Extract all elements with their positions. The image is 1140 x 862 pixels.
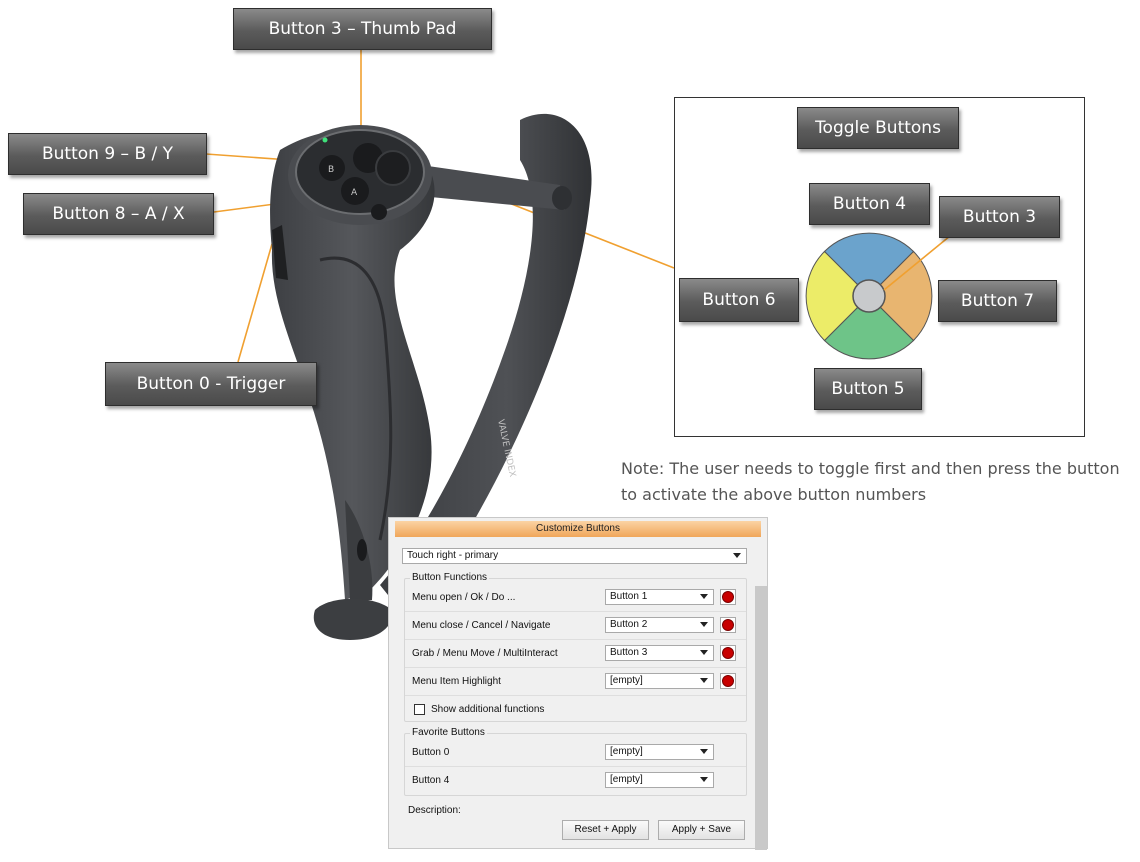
function-select[interactable]: [empty] — [605, 673, 714, 689]
toggle-button-6: Button 6 — [679, 278, 799, 322]
favorite-select-value: [empty] — [610, 774, 643, 785]
device-select[interactable]: Touch right - primary — [402, 548, 747, 564]
assign-button[interactable] — [720, 589, 736, 605]
chevron-down-icon — [700, 749, 708, 754]
customize-buttons-dialog: Customize Buttons Touch right - primary … — [388, 517, 768, 850]
toggle-segment-down — [823, 295, 915, 360]
record-dot-icon — [722, 619, 734, 631]
callout-button-9: Button 9 – B / Y — [8, 133, 207, 175]
apply-save-button[interactable]: Apply + Save — [658, 820, 745, 840]
toggle-button-3: Button 3 — [939, 196, 1060, 238]
toggle-segment-right — [868, 250, 933, 342]
toggle-segment-up — [823, 232, 915, 297]
assign-button[interactable] — [720, 645, 736, 661]
reset-apply-button[interactable]: Reset + Apply — [562, 820, 649, 840]
function-row: Menu Item Highlight [empty] — [405, 667, 746, 696]
callout-button-0: Button 0 - Trigger — [105, 362, 317, 406]
chevron-down-icon — [700, 650, 708, 655]
favorite-buttons-label: Favorite Buttons — [410, 727, 487, 738]
function-label: Menu open / Ok / Do ... — [412, 592, 516, 603]
function-row: Menu open / Ok / Do ... Button 1 — [405, 583, 746, 612]
chevron-down-icon — [700, 678, 708, 683]
toggle-segment-left — [805, 250, 870, 342]
favorite-select[interactable]: [empty] — [605, 744, 714, 760]
callout-button-8: Button 8 – A / X — [23, 193, 214, 235]
note-text: Note: The user needs to toggle first and… — [621, 459, 1120, 504]
callout-thumb-pad: Button 3 – Thumb Pad — [233, 8, 492, 50]
toggle-center — [852, 279, 886, 313]
assign-button[interactable] — [720, 617, 736, 633]
device-select-value: Touch right - primary — [407, 550, 499, 561]
dialog-title: Customize Buttons — [395, 521, 761, 537]
chevron-down-icon — [700, 777, 708, 782]
favorite-label: Button 0 — [412, 747, 450, 758]
function-select-value: Button 3 — [610, 647, 648, 658]
button-functions-group: Button Functions Menu open / Ok / Do ...… — [404, 572, 747, 722]
function-label: Menu Item Highlight — [412, 676, 501, 687]
record-dot-icon — [722, 647, 734, 659]
chevron-down-icon — [700, 622, 708, 627]
show-additional-label: Show additional functions — [431, 704, 545, 715]
function-select[interactable]: Button 2 — [605, 617, 714, 633]
button-functions-label: Button Functions — [410, 572, 490, 583]
function-row: Menu close / Cancel / Navigate Button 2 — [405, 611, 746, 640]
function-select[interactable]: Button 3 — [605, 645, 714, 661]
function-select-value: [empty] — [610, 675, 643, 686]
b-button-label: B — [328, 165, 334, 175]
record-dot-icon — [722, 591, 734, 603]
favorite-label: Button 4 — [412, 775, 450, 786]
function-select-value: Button 2 — [610, 619, 648, 630]
function-select-value: Button 1 — [610, 591, 648, 602]
favorite-row: Button 0 [empty] — [405, 738, 746, 767]
favorite-buttons-group: Favorite Buttons Button 0 [empty] Button… — [404, 727, 747, 796]
function-row: Grab / Menu Move / MultiInteract Button … — [405, 639, 746, 668]
dialog-scrollbar[interactable] — [755, 586, 767, 850]
chevron-down-icon — [700, 594, 708, 599]
function-select[interactable]: Button 1 — [605, 589, 714, 605]
a-button-label: A — [351, 188, 358, 198]
favorite-row: Button 4 [empty] — [405, 766, 746, 794]
toggle-buttons-title: Toggle Buttons — [797, 107, 959, 149]
description-label: Description: — [408, 805, 461, 816]
chevron-down-icon — [733, 553, 741, 558]
favorite-select[interactable]: [empty] — [605, 772, 714, 788]
show-additional-checkbox[interactable] — [414, 704, 425, 715]
toggle-button-4: Button 4 — [809, 183, 930, 225]
function-label: Grab / Menu Move / MultiInteract — [412, 648, 558, 659]
record-dot-icon — [722, 675, 734, 687]
assign-button[interactable] — [720, 673, 736, 689]
toggle-button-7: Button 7 — [938, 280, 1057, 322]
function-label: Menu close / Cancel / Navigate — [412, 620, 551, 631]
favorite-select-value: [empty] — [610, 746, 643, 757]
toggle-button-5: Button 5 — [814, 368, 922, 410]
